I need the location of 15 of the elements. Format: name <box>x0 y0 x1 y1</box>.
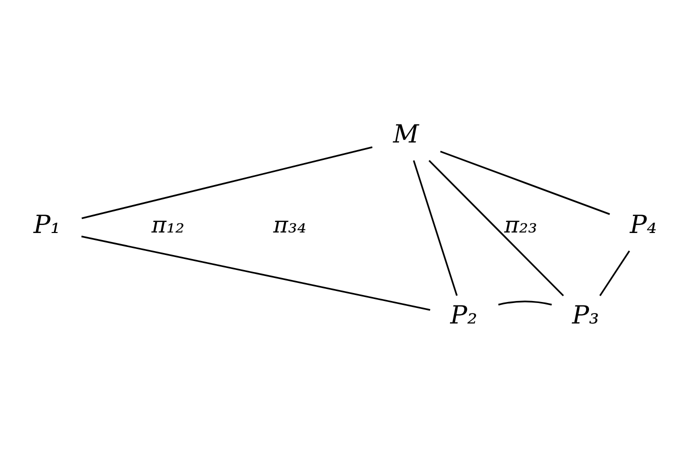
connector <box>428 160 564 296</box>
node-text: P₃ <box>572 300 600 330</box>
connector <box>81 236 430 311</box>
label: π₂₃ <box>504 212 538 238</box>
node-text: P₄ <box>630 210 657 240</box>
label: π₃₄ <box>273 212 306 238</box>
connector <box>412 160 458 296</box>
node-text: M <box>393 120 419 149</box>
node-text: P₂ <box>450 300 478 330</box>
connector <box>82 146 372 220</box>
connector <box>599 250 630 296</box>
connector <box>498 300 552 306</box>
connector <box>440 150 610 215</box>
node-text: P₁ <box>34 210 61 240</box>
label: π₁₂ <box>152 212 185 238</box>
